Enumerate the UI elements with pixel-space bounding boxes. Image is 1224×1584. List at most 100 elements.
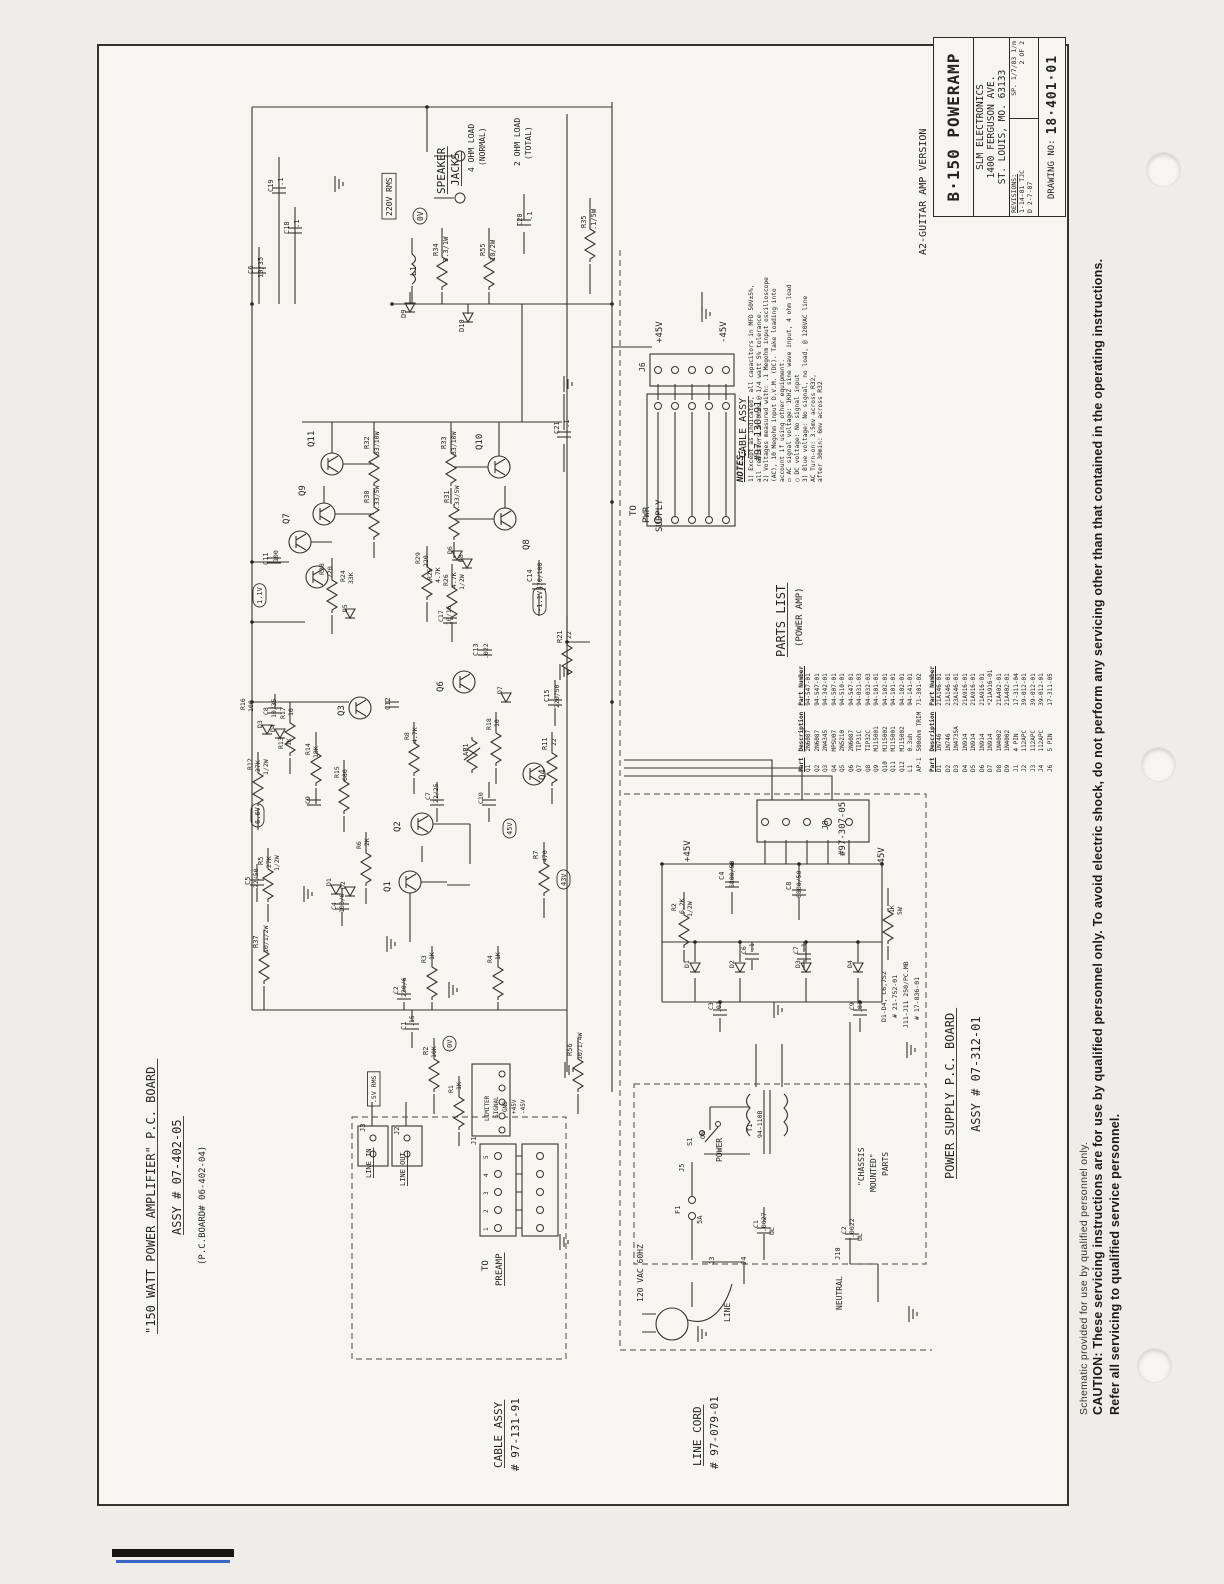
schematic-label: C15 <box>543 689 551 702</box>
schematic-label: R28 <box>318 563 326 575</box>
drawing-number-row: DRAWING NO: 18·401·01 <box>1039 38 1065 216</box>
part-ref: D2 <box>944 764 952 772</box>
part-description: TIP31C <box>856 729 864 752</box>
circled-value <box>412 207 428 225</box>
circled-value <box>250 803 265 828</box>
parts-row: Q10 MJ15002 94-102-01 <box>882 663 891 775</box>
parts-row: J2 112APC 39-012-01 <box>1021 663 1030 775</box>
schematic-label: 1/2W <box>273 855 281 871</box>
parts-row: J1 4 PIN 17-311-04 <box>1013 663 1022 775</box>
part-ref: D4 <box>961 764 969 772</box>
schematic-label: 1/2W <box>458 574 466 590</box>
schematic-label: 10/16 <box>445 605 453 625</box>
schematic-label: 2 OHM LOAD <box>513 118 522 166</box>
schematic-label: 100/6 <box>338 893 346 913</box>
schematic-label: J5 <box>678 1164 686 1172</box>
schematic-label: CABLE ASSY <box>738 398 749 458</box>
schematic-label: "CHASSIS <box>857 1147 866 1186</box>
part-number: 94-510-01 <box>839 673 847 706</box>
schematic-label: #97-130-91 <box>753 401 764 461</box>
part-ref: D8 <box>995 764 1003 772</box>
part-ref: Q3 <box>822 764 830 772</box>
boxed-value <box>367 1071 381 1107</box>
schematic-label: SIGNAL <box>493 1096 500 1118</box>
part-number: 23A146-01 <box>953 673 961 706</box>
schematic-label: ASSY # 07-402-05 <box>170 1119 184 1235</box>
part-number: 39-012-01 <box>1038 673 1046 706</box>
part-number: 94-032-03 <box>864 673 872 706</box>
part-description: 1N4002 <box>1004 729 1012 752</box>
schematic-label: C9 <box>304 796 312 804</box>
sheet-number: 2 OF 2 <box>1017 41 1026 65</box>
schematic-label: 1/2W <box>262 759 270 775</box>
part-ref: Q4 <box>830 764 838 772</box>
part-description: 1N914 <box>987 733 995 752</box>
schematic-label: .1 <box>277 178 285 186</box>
part-number: 21A402-01 <box>1004 673 1012 706</box>
schematic-label: J11-J11 250/PC.MB <box>902 961 910 1028</box>
parts-row: J6 5 PIN 17-311-05 <box>1047 663 1056 775</box>
schematic-label: D9 <box>400 310 408 318</box>
schematic-label: C19 <box>267 179 275 192</box>
schematic-label: J1 <box>470 1137 478 1145</box>
schematic-label: C8 <box>785 882 793 890</box>
parts-row: Q4 MPSU07 94-507-01 <box>831 663 840 775</box>
schematic-label: C4 <box>330 902 338 910</box>
parts-row: Q2 2N6087 94-547-01 <box>814 663 823 775</box>
parts-row: Q1 2N6087 94-547-01 <box>805 663 814 775</box>
schematic-label: C18 <box>283 221 291 234</box>
schematic-label: S1 <box>686 1138 694 1146</box>
schematic-label: PARTS <box>881 1152 890 1176</box>
schematic-label: A2-GUITAR AMP VERSION <box>918 129 929 255</box>
schematic-label: JACKS <box>449 153 462 186</box>
schematic-label: 5A <box>696 1215 704 1224</box>
part-number: 94-101-01 <box>890 673 898 706</box>
schematic-label: (NORMAL) <box>478 127 487 166</box>
part-description: 2N6087 <box>847 729 855 752</box>
schematic-label: 0V <box>446 1039 454 1048</box>
schematic-label: 5W <box>896 907 904 915</box>
schematic-label: 33/10W <box>450 431 458 455</box>
schematic-label: 6800/50 <box>728 861 736 888</box>
schematic-label: 1K <box>285 738 293 746</box>
schematic-label: 1/2W <box>686 901 694 917</box>
schematic-label: 4 <box>483 1173 490 1177</box>
cable-assy-wires <box>612 292 727 516</box>
part-ref: Q8 <box>864 764 872 772</box>
power-rails <box>251 102 883 1092</box>
part-description: 1N746 <box>944 733 952 752</box>
schematic-label: Q1 <box>383 881 393 892</box>
part-number: 21A146-01 <box>936 673 944 706</box>
part-number: 94-031-03 <box>856 673 864 706</box>
part-description: 1N746 <box>936 733 944 752</box>
schematic-label: POWER SUPPLY P.C. BOARD <box>943 1013 957 1179</box>
part-description: 0.3uh <box>907 733 915 752</box>
part-description: 2N4345 <box>822 729 830 752</box>
schematic-label: 6.2K <box>678 898 686 914</box>
schematic-label: R18 <box>485 718 493 730</box>
schematic-label: # 97-131-91 <box>509 1398 522 1471</box>
part-ref: Q5 <box>839 764 847 772</box>
provided-note: Schematic provided for use by qualified … <box>1078 1141 1090 1415</box>
schematic-label: R24 <box>339 570 347 582</box>
part-ref: D6 <box>978 764 986 772</box>
parts-row: D7 1N914 *21A916-01 <box>987 663 996 775</box>
speaker-section-wires <box>258 107 591 472</box>
part-ref: Q2 <box>813 764 821 772</box>
schematic-label: J3 <box>708 1257 716 1265</box>
schematic-label: .33/5W <box>373 485 381 509</box>
schematic-label: R7 <box>532 851 540 859</box>
part-ref: D1 <box>936 764 944 772</box>
part-number: 94-547-01 <box>813 673 821 706</box>
schematic-label: 22/25 <box>432 783 440 803</box>
parts-row: Q7 TIP31C 94-031-03 <box>856 663 865 775</box>
schematic-label: .1/5W <box>590 208 598 230</box>
part-description: TIP32C <box>864 729 872 752</box>
schematic-label: TO <box>481 1260 491 1271</box>
schematic-label: J2 <box>393 1127 401 1135</box>
schematic-label: 470 <box>541 850 549 862</box>
part-description: MPSU07 <box>830 729 838 752</box>
part-number: 94-102-01 <box>898 673 906 706</box>
